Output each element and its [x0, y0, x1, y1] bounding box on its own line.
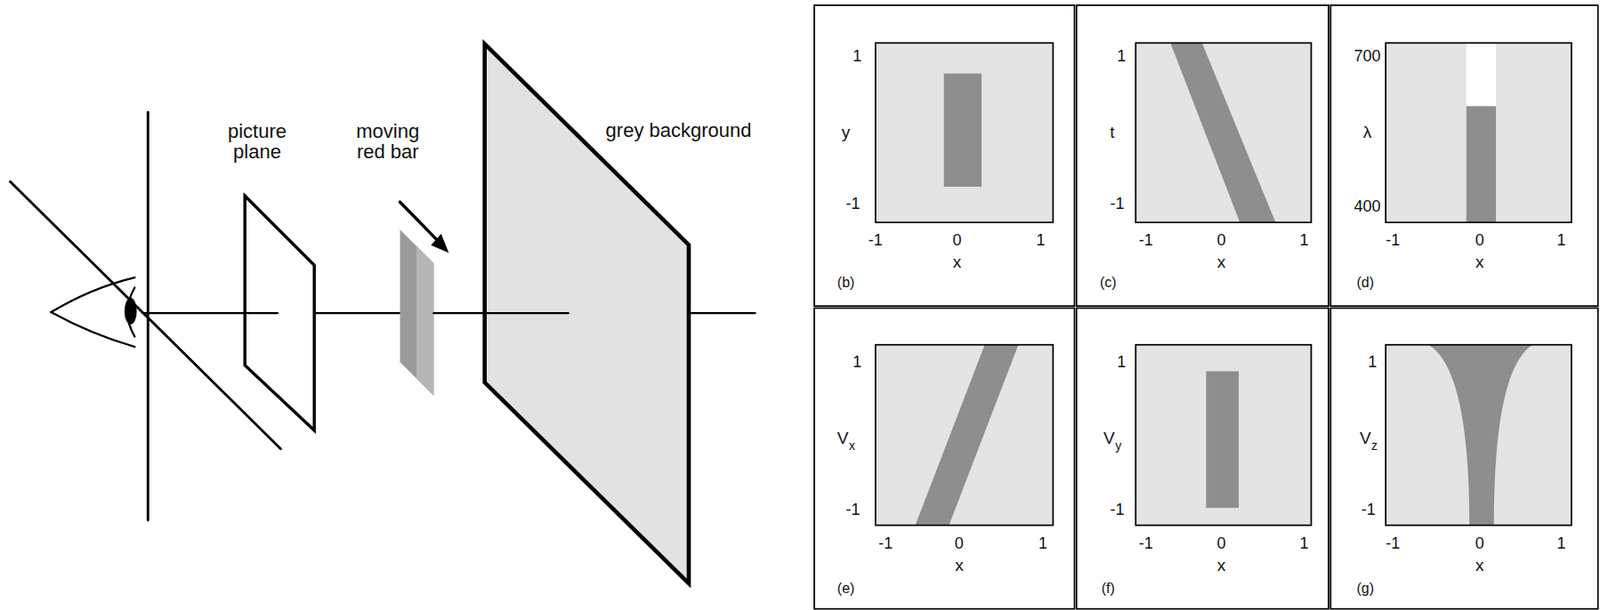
panel-letter: (c): [1099, 275, 1117, 291]
axis-label: y: [841, 123, 851, 142]
plot-region: [1170, 42, 1276, 223]
tick-label: 1: [1367, 354, 1377, 372]
view-axis: [433, 312, 568, 315]
tick-label: 1: [1038, 535, 1048, 553]
tick-label: 400: [1354, 198, 1382, 216]
plots: [875, 42, 1572, 526]
panel-frame: [1076, 307, 1329, 609]
tick-label: 0: [1475, 232, 1485, 250]
plot-region: [1466, 42, 1496, 106]
tick-label: 1: [1556, 232, 1566, 250]
axis-subscript: z: [1371, 439, 1378, 453]
plot-box: [1135, 42, 1311, 223]
tick-label: -1: [1139, 535, 1154, 553]
panel-frame: [814, 307, 1075, 609]
tick-label: 1: [1116, 354, 1126, 372]
axis-label: λ: [1363, 123, 1373, 142]
plot-box: [875, 42, 1054, 223]
plot-region: [1428, 345, 1533, 526]
plot-ground: [1135, 345, 1311, 526]
tick-label: 1: [1299, 232, 1309, 250]
tick-label: 1: [1116, 48, 1126, 65]
panel-frame: [1330, 5, 1598, 307]
tick-label: 0: [1217, 232, 1227, 250]
axis-label: x: [1475, 557, 1485, 575]
view-axis: [688, 312, 756, 315]
plot-box: [1135, 345, 1311, 526]
plot-region: [915, 345, 1019, 526]
view-axis: [244, 312, 278, 315]
tick-label: -1: [1385, 232, 1400, 250]
tick-label: 1: [852, 48, 862, 65]
plot-ground: [875, 345, 1054, 526]
tick-label: 0: [953, 232, 962, 250]
panels: [814, 5, 1599, 610]
tick-label: -1: [846, 501, 861, 519]
tick-label: -1: [846, 195, 861, 213]
panel-frame: [1330, 307, 1598, 609]
view-axis: [143, 312, 278, 315]
scene-label: picture plane: [214, 121, 299, 162]
tick-label: -1: [1110, 195, 1125, 213]
ground-line: [9, 181, 281, 449]
axis-label: x: [953, 253, 962, 272]
tick-label: 700: [1354, 48, 1382, 65]
tick-label: 1: [852, 354, 862, 372]
axis-label: x: [1475, 253, 1485, 272]
axis-label: x: [954, 557, 964, 575]
panel-letter: (e): [837, 581, 856, 598]
axis-label: V: [837, 429, 849, 448]
tick-label: -1: [1139, 232, 1154, 250]
motion-arrow: [400, 202, 440, 243]
tick-label: -1: [878, 535, 893, 553]
axis-label: V: [1359, 429, 1372, 448]
red-bar-side: [416, 245, 434, 396]
eye-lid: [50, 312, 135, 348]
tick-label: -1: [1110, 501, 1125, 519]
panel-frame: [1076, 5, 1329, 307]
tick-label: -1: [868, 232, 883, 250]
tick-label: 0: [954, 535, 964, 553]
red-bar: [400, 229, 435, 396]
plot-box: [1385, 345, 1572, 526]
plot-box: [875, 345, 1054, 526]
plot-ground: [1385, 42, 1572, 223]
tick-label: 0: [1217, 535, 1227, 553]
picture-plane: [244, 195, 315, 431]
plot-box: [1385, 42, 1572, 223]
panel-letter: (d): [1356, 275, 1374, 291]
axis-label: V: [1103, 429, 1116, 448]
tick-label: 1: [1556, 535, 1566, 553]
plot-region: [1466, 105, 1496, 223]
arrow-head: [432, 235, 447, 251]
plot-region: [944, 73, 982, 187]
panel-letter: (g): [1356, 581, 1374, 598]
panel-letter: (f): [1101, 581, 1116, 598]
axis-label: t: [1109, 123, 1115, 142]
scene: [9, 43, 755, 584]
tick-label: 0: [1475, 535, 1485, 553]
axis-label: x: [1217, 557, 1227, 575]
plot-region: [1205, 371, 1239, 510]
view-axis: [314, 312, 400, 315]
panel-letter: (b): [837, 275, 856, 291]
scene-label: moving red bar: [345, 121, 430, 162]
pupil: [124, 298, 138, 325]
tick-label: 1: [1299, 535, 1309, 553]
tick-label: 1: [1036, 232, 1046, 250]
tick-label: -1: [1385, 535, 1400, 553]
tick-label: -1: [1361, 501, 1376, 519]
scene-label: grey background: [606, 120, 752, 141]
axis-subscript: y: [1115, 439, 1122, 453]
plot-ground: [1135, 42, 1311, 223]
plot-ground: [875, 42, 1054, 223]
axis-subscript: x: [848, 439, 856, 453]
eye-lid: [50, 277, 135, 313]
plot-ground: [1385, 345, 1572, 526]
panel-frame: [814, 5, 1075, 307]
axis-label: x: [1217, 253, 1227, 272]
